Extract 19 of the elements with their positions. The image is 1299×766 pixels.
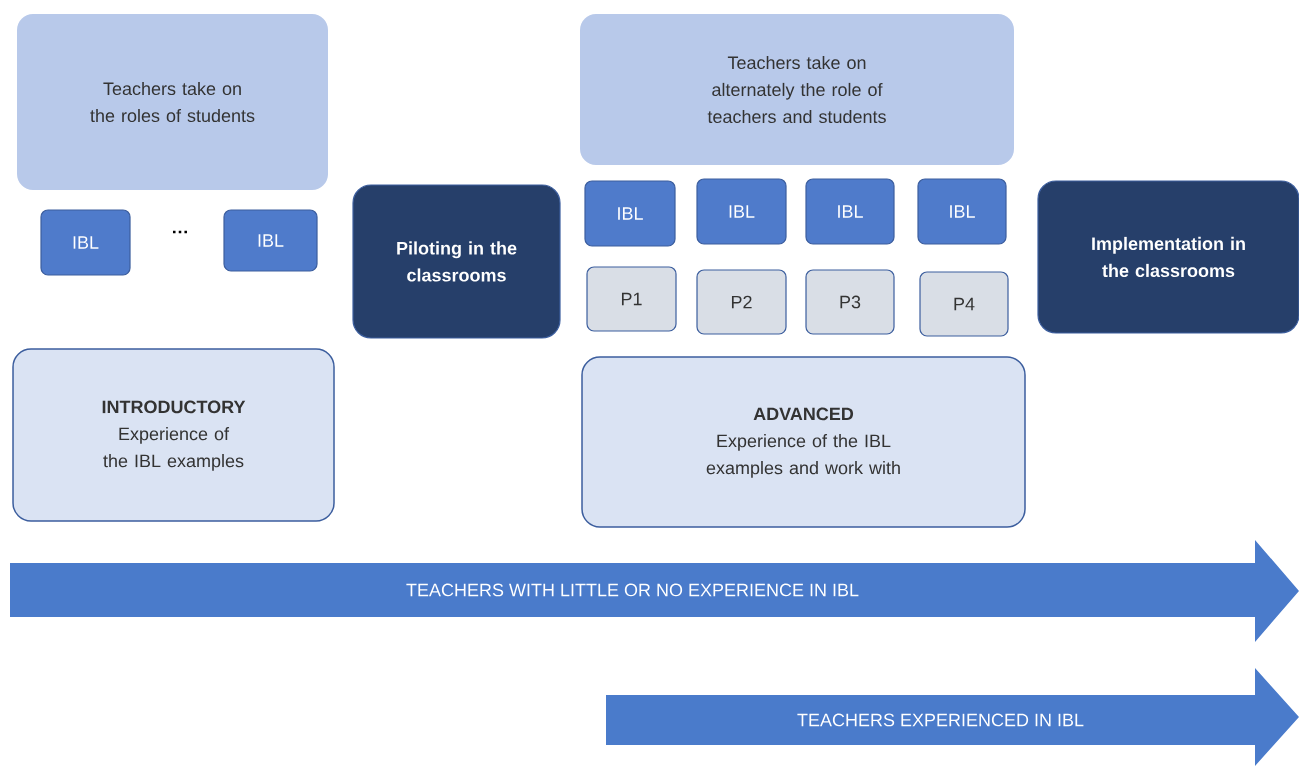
phase-box: INTRODUCTORY Experience of the IBL examples [12, 348, 335, 522]
arrow-band: TEACHERS WITH LITTLE OR NO EXPERIENCE IN IBL [10, 540, 1299, 642]
ibl-box: IBL [223, 209, 318, 272]
role-box: Teachers take on alternately the role of teachers and students [580, 14, 1014, 165]
project-box: P4 [919, 271, 1009, 337]
arrow-band: TEACHERS EXPERIENCED IN IBL [606, 668, 1299, 766]
stage-box: Implementation in the classrooms [1037, 180, 1299, 334]
project-box: P2 [696, 269, 787, 335]
project-box: P1 [586, 266, 677, 332]
project-box: P3 [805, 269, 895, 335]
ellipsis: … [173, 230, 187, 234]
role-box: Teachers take on the roles of students [17, 14, 328, 190]
ibl-box: IBL [40, 209, 131, 276]
ibl-box: IBL [696, 178, 787, 245]
stage-box: Piloting in the classrooms [352, 184, 561, 339]
phase-box: ADVANCED Experience of the IBL examples and work with [581, 356, 1026, 528]
ibl-box: IBL [917, 178, 1007, 245]
ibl-box: IBL [805, 178, 895, 245]
ibl-box: IBL [584, 180, 676, 247]
